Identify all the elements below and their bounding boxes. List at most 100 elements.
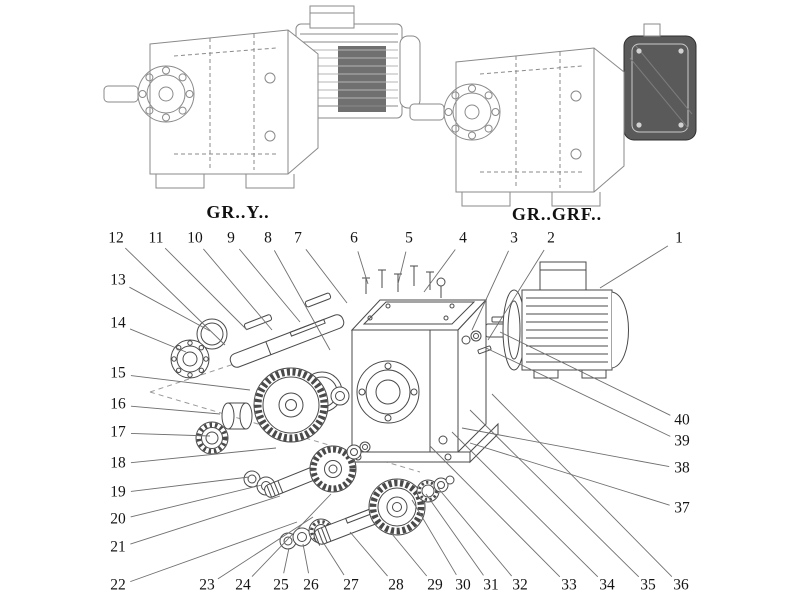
part-number-29: 29 (427, 577, 443, 594)
leader-line-part-5 (397, 251, 407, 285)
part-number-9: 9 (227, 230, 235, 247)
leader-line-part-9 (238, 248, 301, 323)
leader-line-part-7 (305, 249, 348, 304)
leader-line-part-37 (469, 442, 670, 506)
leader-line-part-33 (429, 445, 561, 578)
part-number-28: 28 (388, 577, 404, 594)
part-number-13: 13 (110, 272, 126, 289)
leader-line-part-39 (485, 347, 671, 437)
leader-line-part-16 (130, 405, 221, 415)
leader-line-part-4 (423, 249, 456, 293)
large-gear (253, 367, 329, 443)
leader-line-part-3 (471, 250, 509, 331)
part-number-20: 20 (110, 511, 126, 528)
large-gear (368, 478, 426, 536)
part-number-15: 15 (110, 365, 126, 382)
part-number-2: 2 (547, 230, 555, 247)
eye-bolt-icon (436, 277, 446, 287)
part-number-1: 1 (675, 230, 683, 247)
leader-line-part-21 (130, 495, 281, 545)
part-number-40: 40 (674, 412, 690, 429)
leader-line-part-29 (391, 533, 428, 577)
output-shaft (229, 292, 345, 368)
part-number-22: 22 (110, 577, 126, 594)
leader-line-part-20 (130, 484, 263, 518)
part-number-16: 16 (110, 396, 126, 413)
leader-line-part-10 (203, 248, 273, 331)
leader-line-part-12 (125, 247, 226, 346)
part-number-10: 10 (187, 230, 203, 247)
leader-line-part-8 (273, 250, 331, 351)
part-number-33: 33 (561, 577, 577, 594)
part-number-37: 37 (674, 500, 690, 517)
part-number-11: 11 (149, 230, 164, 247)
leader-line-part-34 (451, 431, 599, 578)
leader-line-part-32 (437, 487, 513, 577)
leader-line-part-13 (129, 286, 211, 332)
flange-cover-block (623, 23, 697, 141)
part-number-30: 30 (455, 577, 471, 594)
leader-line-part-6 (357, 251, 369, 285)
gearbox-housing-icon (409, 47, 625, 207)
lower-gear-set (279, 475, 455, 550)
leader-line-part-11 (164, 247, 248, 331)
part-number-21: 21 (110, 539, 126, 556)
part-number-8: 8 (264, 230, 272, 247)
part-number-24: 24 (235, 577, 251, 594)
motor (461, 261, 629, 379)
leader-line-part-15 (130, 375, 251, 391)
part-number-35: 35 (640, 577, 656, 594)
leader-line-part-24 (251, 493, 332, 577)
primary-gear-set (253, 367, 350, 443)
part-number-4: 4 (459, 230, 467, 247)
variant-label-gr-grf: GR..GRF.. (511, 204, 603, 224)
leader-line-part-18 (130, 447, 277, 464)
leader-line-part-25 (283, 547, 290, 574)
leader-line-part-2 (487, 249, 545, 341)
part-number-6: 6 (350, 230, 358, 247)
part-number-25: 25 (273, 577, 289, 594)
part-number-14: 14 (110, 315, 126, 332)
part-number-7: 7 (294, 230, 302, 247)
leader-line-part-35 (469, 409, 640, 578)
part-number-17: 17 (110, 424, 126, 441)
part-number-32: 32 (512, 577, 528, 594)
part-number-19: 19 (110, 484, 126, 501)
shaft-key (243, 314, 273, 330)
leader-line-part-36 (491, 393, 673, 578)
part-number-18: 18 (110, 455, 126, 472)
leader-line-part-26 (302, 543, 310, 574)
leader-line-part-22 (130, 521, 298, 583)
assembled-unit-gr-y (103, 5, 421, 189)
part-number-34: 34 (599, 577, 615, 594)
part-number-39: 39 (674, 433, 690, 450)
motor-assembled-icon (295, 5, 421, 119)
intermediate-gear-set (243, 441, 371, 498)
gearbox-housing-icon (103, 29, 319, 189)
leader-line-part-38 (461, 427, 670, 468)
leader-lines-layer (125, 245, 673, 583)
leader-line-part-30 (411, 499, 457, 576)
leader-line-part-28 (349, 531, 388, 577)
part-number-36: 36 (673, 577, 689, 594)
part-number-23: 23 (199, 577, 215, 594)
shaft-key (304, 292, 332, 308)
part-number-26: 26 (303, 577, 319, 594)
part-number-27: 27 (343, 577, 359, 594)
leader-line-part-40 (499, 331, 671, 416)
part-number-31: 31 (483, 577, 499, 594)
part-number-38: 38 (674, 460, 690, 477)
cover-bolts (362, 265, 446, 298)
leader-line-part-1 (599, 245, 669, 289)
part-number-5: 5 (405, 230, 413, 247)
leader-line-part-19 (130, 476, 250, 492)
part-number-3: 3 (510, 230, 518, 247)
leader-line-part-31 (425, 493, 484, 576)
leader-line-part-27 (320, 538, 345, 576)
gear (309, 445, 357, 493)
leader-line-part-17 (130, 432, 211, 437)
gearbox-housing (339, 298, 499, 464)
